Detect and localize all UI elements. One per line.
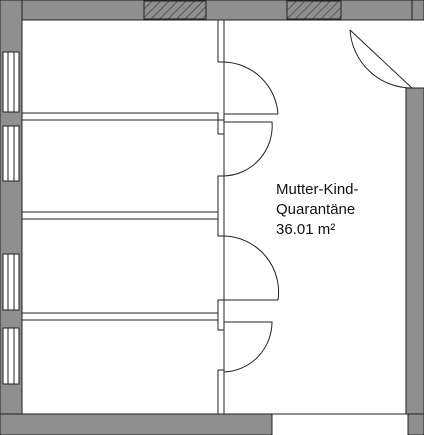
door-4 bbox=[223, 321, 273, 373]
partition-1 bbox=[21, 112, 219, 121]
interior-vertical-wall bbox=[217, 19, 225, 415]
top-wall bbox=[0, 0, 424, 21]
bottom-wall-right bbox=[407, 413, 424, 435]
window-left-3 bbox=[2, 253, 20, 311]
room-area: 36.01 m² bbox=[276, 221, 336, 238]
door-3 bbox=[223, 235, 280, 301]
door-5 bbox=[349, 29, 413, 89]
window-top-1 bbox=[143, 0, 207, 20]
right-wall bbox=[405, 87, 424, 415]
window-left-1 bbox=[2, 51, 20, 113]
right-wall-upper bbox=[411, 0, 424, 21]
partition-2 bbox=[21, 211, 219, 220]
window-left-4 bbox=[2, 327, 20, 385]
door-1 bbox=[223, 61, 279, 120]
window-left-2 bbox=[2, 125, 20, 182]
door-2 bbox=[223, 121, 273, 177]
partition-walls bbox=[21, 112, 219, 321]
room-name-line2: Quarantäne bbox=[276, 201, 356, 218]
left-windows bbox=[2, 51, 20, 385]
bottom-wall-left bbox=[0, 413, 273, 435]
doors bbox=[223, 29, 413, 373]
partition-3 bbox=[21, 312, 219, 321]
top-windows bbox=[143, 0, 342, 20]
window-top-2 bbox=[286, 0, 342, 20]
room-name-line1: Mutter-Kind- bbox=[276, 181, 359, 198]
